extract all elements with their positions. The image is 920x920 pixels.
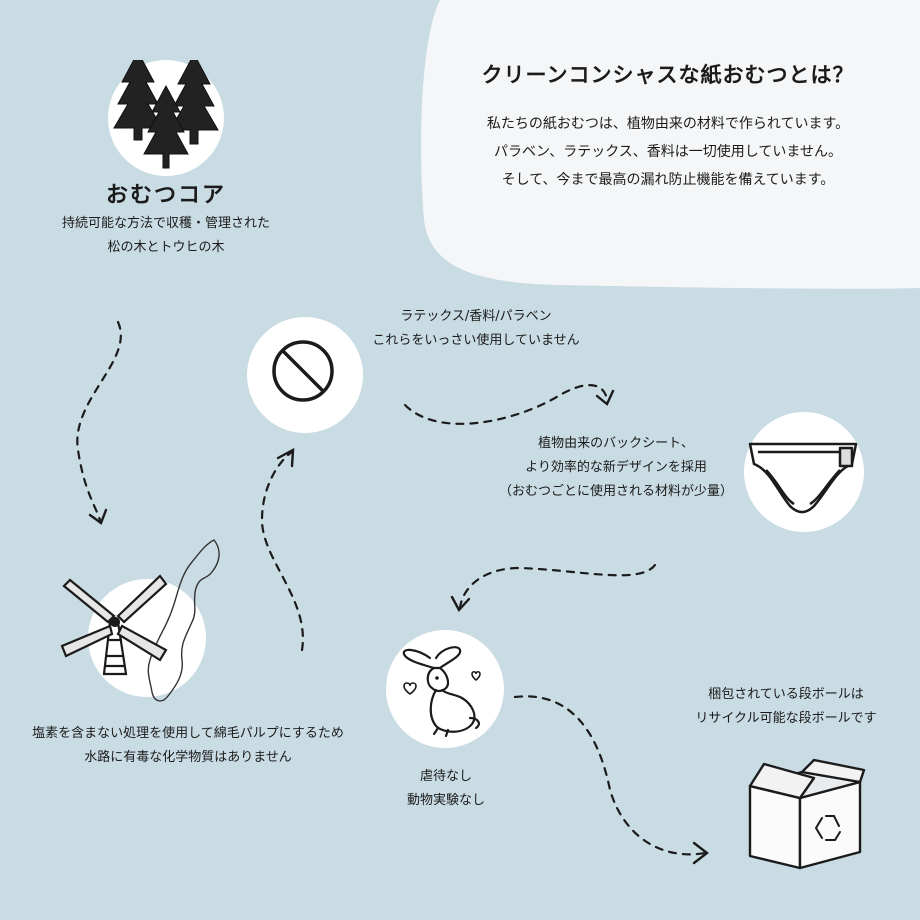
intro-line-1: 私たちの紙おむつは、植物由来の材料で作られています。	[486, 116, 850, 132]
core-line-1: 持続可能な方法で収穫・管理された	[61, 216, 270, 231]
cruelty-free-circle	[386, 630, 504, 748]
windmill-icon	[60, 574, 168, 676]
packaging-block: 梱包されている段ボールは リサイクル可能な段ボールです	[656, 683, 916, 731]
arrowhead-2	[276, 447, 295, 468]
trees-circle	[108, 50, 224, 176]
intro-title: クリーンコンシャスな紙おむつとは？	[481, 63, 855, 87]
core-line-2: 松の木とトウヒの木	[107, 240, 225, 255]
backsheet-block: 植物由来のバックシート、 より効率的な新デザインを採用 （おむつごとに使用される…	[466, 432, 766, 504]
dashed-arrow-core-to-pulp	[76, 320, 122, 522]
pulp-block: 塩素を含まない処理を使用して綿毛パルプにするため 水路に有毒な化学物質はありませ…	[0, 722, 376, 770]
core-block: おむつコア 持続可能な方法で収穫・管理された 松の木とトウヒの木	[20, 180, 312, 260]
diaper-icon	[748, 442, 858, 514]
backsheet-line-3: （おむつごとに使用される材料が少量）	[498, 484, 733, 499]
packaging-line-2: リサイクル可能な段ボールです	[695, 711, 877, 726]
cruelty-free-line-2: 動物実験なし	[406, 793, 485, 808]
dashed-arrow-pulp-to-free	[260, 450, 304, 652]
sweden-map-icon	[147, 539, 220, 702]
free-from-line-2: これらをいっさい使用していません	[372, 333, 580, 348]
pulp-line-1: 塩素を含まない処理を使用して綿毛パルプにするため	[32, 726, 344, 741]
diaper-circle	[744, 412, 864, 532]
cruelty-free-block: 虐待なし 動物実験なし	[356, 765, 536, 813]
free-from-circle	[247, 317, 363, 433]
core-title: おむつコア	[105, 183, 226, 208]
free-from-block: ラテックス/香料/パラベン これらをいっさい使用していません	[346, 305, 606, 353]
recycle-box-icon	[748, 758, 866, 870]
free-from-line-1: ラテックス/香料/パラベン	[400, 309, 552, 324]
arrowhead-3	[595, 389, 615, 406]
backsheet-line-2: より効率的な新デザインを採用	[525, 460, 707, 475]
arrowhead-5	[692, 841, 709, 865]
dashed-arrow-free-to-backsheet	[403, 384, 609, 425]
cruelty-free-line-1: 虐待なし	[419, 769, 472, 784]
prohibited-icon	[272, 340, 334, 402]
packaging-line-1: 梱包されている段ボールは	[708, 687, 864, 702]
intro-panel-shape	[421, 0, 920, 289]
dashed-arrow-rabbit-to-box	[513, 695, 707, 856]
rabbit-icon	[402, 646, 481, 738]
arrowhead-1	[88, 508, 108, 525]
intro-line-3: そして、今まで最高の漏れ防止機能を備えています。	[501, 172, 835, 188]
arrowhead-4	[450, 595, 471, 613]
pine-trees-icon	[113, 50, 219, 169]
dashed-arrow-backsheet-to-rabbit	[458, 563, 657, 610]
intro-line-2: パラベン、ラテックス、香料は一切使用していません。	[494, 144, 842, 160]
pulp-line-2: 水路に有毒な化学物質はありません	[84, 750, 292, 765]
intro-block: クリーンコンシャスな紙おむつとは？ 私たちの紙おむつは、植物由来の材料で作られて…	[428, 58, 908, 194]
backsheet-line-1: 植物由来のバックシート、	[538, 436, 694, 451]
